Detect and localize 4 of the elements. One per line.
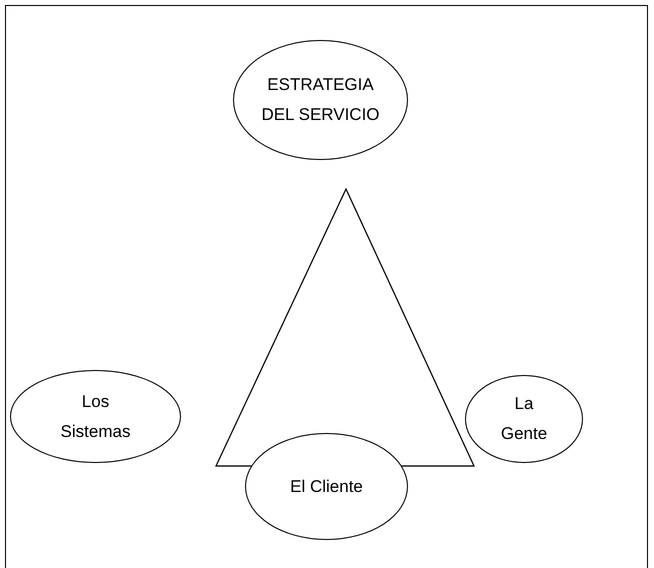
- ellipse-label: ESTRATEGIA DEL SERVICIO: [260, 74, 380, 126]
- ellipse-label: La Gente: [500, 393, 548, 445]
- ellipse-label: Los Sistemas: [60, 390, 132, 442]
- ellipse-label: El Cliente: [289, 476, 364, 498]
